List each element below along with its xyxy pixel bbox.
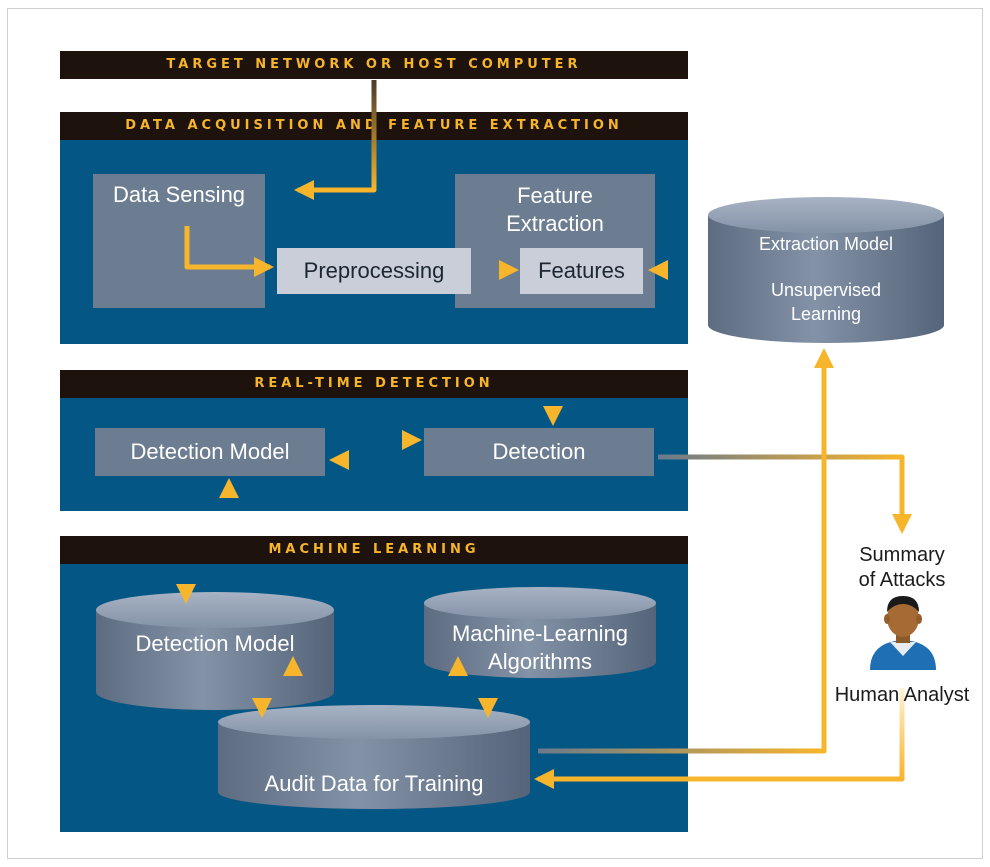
feature-extraction-label-line1: Feature xyxy=(517,183,593,208)
bar-target-network: TARGET NETWORK OR HOST COMPUTER xyxy=(60,51,688,79)
summary-label-line1: Summary xyxy=(859,544,945,566)
preprocessing-label: Preprocessing xyxy=(303,258,445,283)
preprocessing-box: Preprocessing xyxy=(277,248,471,294)
machine-learning-algorithms-database xyxy=(424,587,656,678)
summary-of-attacks-label: Summary of Attacks xyxy=(832,543,972,593)
unsupervised-learning-label: Unsupervised Learning xyxy=(708,278,944,326)
arrow-target-to-data-sensing xyxy=(294,80,377,200)
audit-data-database xyxy=(218,705,530,809)
ml-detection-model-database xyxy=(96,592,334,710)
arrow-analyst-to-audit xyxy=(534,688,905,789)
arrow-data-sensing-to-preprocessing xyxy=(184,226,274,277)
feature-extraction-label-line2: Extraction xyxy=(506,211,604,236)
features-box: Features xyxy=(520,248,643,294)
audit-data-label: Audit Data for Training xyxy=(264,771,484,796)
human-analyst-icon xyxy=(870,596,936,670)
algorithms-label: Machine-Learning Algorithms xyxy=(424,620,656,676)
arrow-detection-to-summary xyxy=(658,454,912,534)
data-sensing-box: Data Sensing xyxy=(93,174,265,308)
ml-detection-model-label: Detection Model xyxy=(135,631,295,656)
features-label: Features xyxy=(538,258,625,283)
algorithms-label-line2: Algorithms xyxy=(488,649,592,674)
detection-model-box: Detection Model xyxy=(95,428,325,476)
detection-model-label: Detection Model xyxy=(130,439,290,464)
extraction-model-label: Extraction Model xyxy=(758,234,894,254)
bar-machine-learning: MACHINE LEARNING xyxy=(60,536,688,564)
bar-real-time-detection: REAL-TIME DETECTION xyxy=(60,370,688,398)
arrow-audit-to-extraction-model xyxy=(538,348,834,754)
unsupervised-label-line1: Unsupervised xyxy=(770,280,882,300)
data-sensing-label: Data Sensing xyxy=(112,182,246,207)
summary-label-line2: of Attacks xyxy=(858,569,946,591)
human-analyst-label: Human Analyst xyxy=(834,684,970,706)
detection-label: Detection xyxy=(492,439,586,464)
algorithms-label-line1: Machine-Learning xyxy=(451,621,629,646)
detection-box: Detection xyxy=(424,428,654,476)
diagram-frame xyxy=(7,8,983,859)
unsupervised-label-line2: Learning xyxy=(790,304,862,324)
extraction-model-database xyxy=(708,197,944,343)
